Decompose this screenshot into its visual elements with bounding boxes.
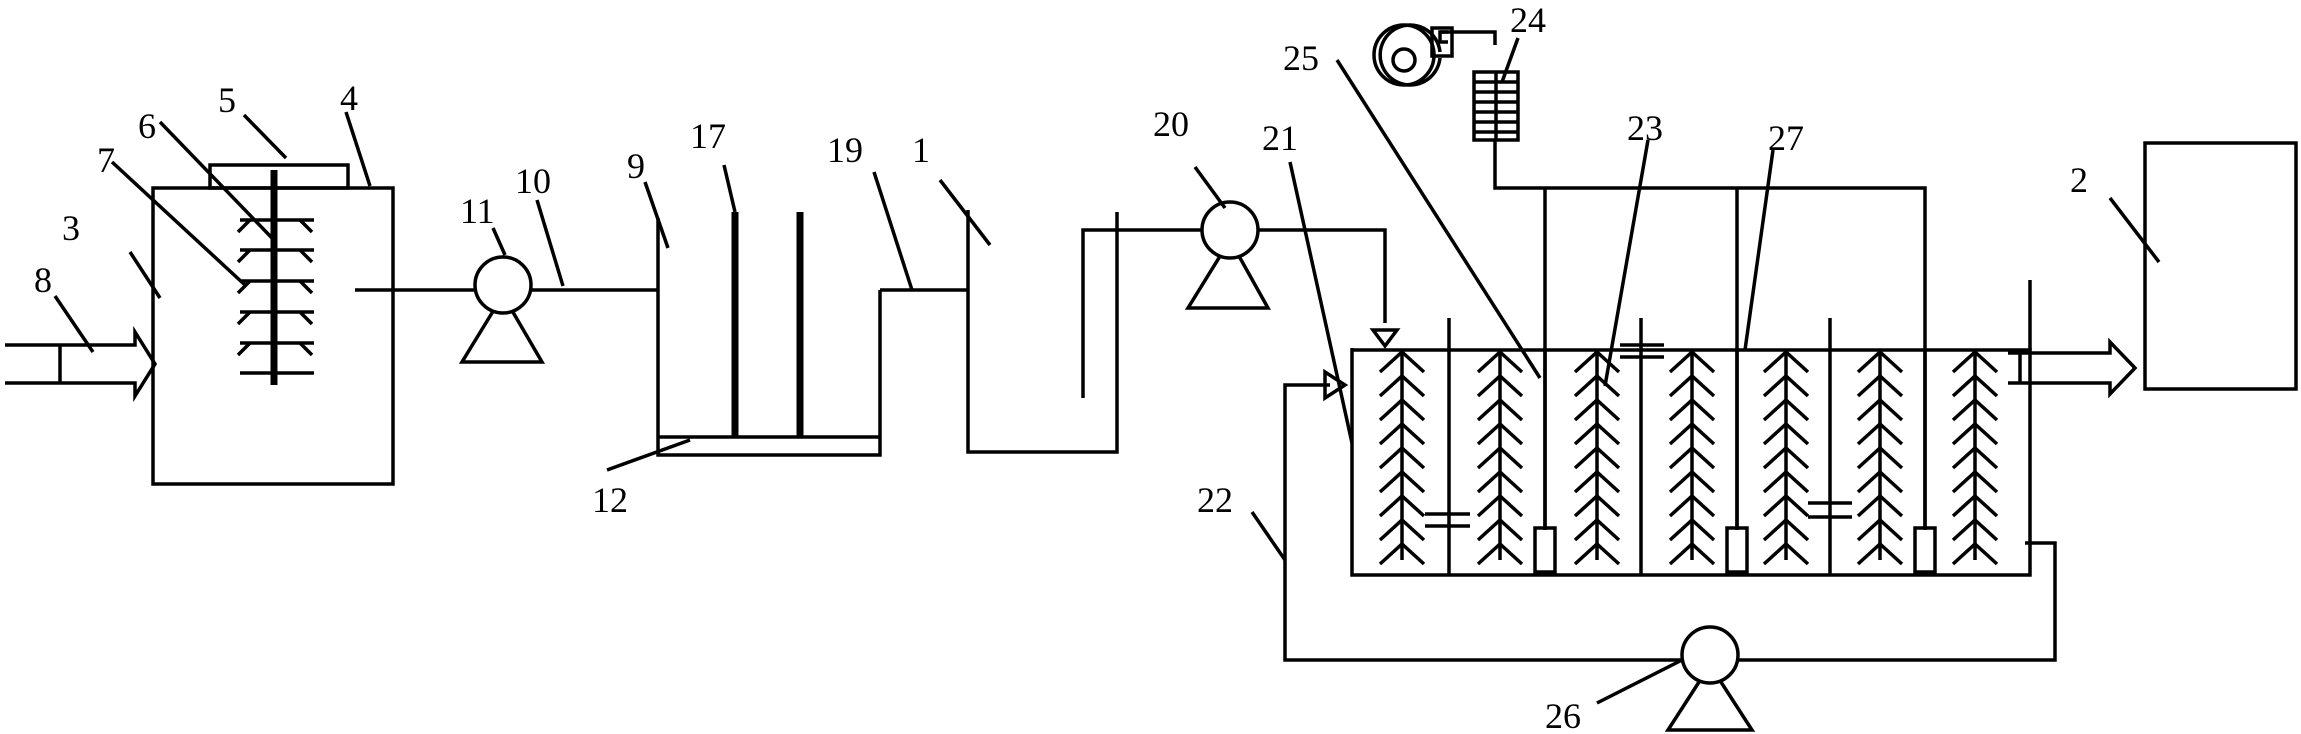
biofilm-carrier-2 <box>1476 349 1524 566</box>
label-20: 20 <box>1153 104 1189 144</box>
label-25: 25 <box>1283 38 1319 78</box>
label-2: 2 <box>2070 160 2088 200</box>
tank-lid-motor <box>208 163 350 190</box>
agitator <box>236 170 314 385</box>
label-9: 9 <box>627 146 645 186</box>
air-line-27 <box>1440 30 1927 528</box>
clear-water-tank <box>2143 141 2298 391</box>
label-26: 26 <box>1545 696 1581 734</box>
pump-11 <box>458 255 546 364</box>
biofilm-carrier-3 <box>1573 349 1621 566</box>
perforation-marks <box>1425 343 1852 528</box>
recirculation-line-22 <box>1283 368 2057 662</box>
intermediate-tank <box>966 210 1119 454</box>
label-24: 24 <box>1510 0 1546 40</box>
label-6: 6 <box>138 106 156 146</box>
label-21: 21 <box>1262 118 1298 158</box>
label-4: 4 <box>340 78 358 118</box>
label-11: 11 <box>460 191 495 231</box>
outlet-pipe-arrow <box>2008 337 2138 399</box>
reactor-tank <box>1350 348 2032 577</box>
settling-tank <box>656 218 882 457</box>
label-5: 5 <box>218 80 236 120</box>
label-3: 3 <box>62 208 80 248</box>
label-23: 23 <box>1627 108 1663 148</box>
label-7: 7 <box>97 140 115 180</box>
label-22: 22 <box>1197 480 1233 520</box>
biofilm-carrier-5 <box>1762 349 1810 566</box>
biofilm-carrier-4 <box>1668 349 1716 566</box>
flow-meter-24 <box>1472 70 1520 142</box>
leader-lines <box>53 37 2161 705</box>
pump-26 <box>1664 625 1756 732</box>
inlet-pipe-arrow <box>5 325 158 403</box>
label-12: 12 <box>592 480 628 520</box>
inlet-nozzle <box>1369 328 1401 349</box>
label-10: 10 <box>515 161 551 201</box>
label-27: 27 <box>1768 118 1804 158</box>
biofilm-carrier-7 <box>1951 349 1999 566</box>
air-blower <box>1372 23 1454 87</box>
pump-20 <box>1184 200 1271 310</box>
biofilm-carrier-1 <box>1378 349 1426 566</box>
label-19: 19 <box>827 130 863 170</box>
biofilm-carrier-6 <box>1856 349 1904 566</box>
label-8: 8 <box>34 260 52 300</box>
label-1: 1 <box>912 130 930 170</box>
label-17: 17 <box>690 116 726 156</box>
